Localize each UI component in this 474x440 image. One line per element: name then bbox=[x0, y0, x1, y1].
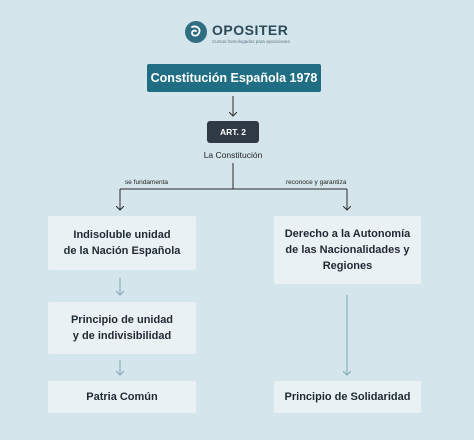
node-derecho-autonomia: Derecho a la Autonomía de las Nacionalid… bbox=[274, 216, 421, 284]
node-line: Principio de unidad bbox=[70, 314, 174, 326]
brand-logo-icon bbox=[185, 21, 207, 43]
right-edge-label: reconoce y garantiza bbox=[286, 179, 347, 186]
node-patria-comun: Patria Común bbox=[48, 381, 196, 413]
diagram-title: Constitución Española 1978 bbox=[147, 64, 321, 92]
node-line: Indisoluble unidad bbox=[73, 229, 171, 241]
article-badge: ART. 2 bbox=[207, 121, 259, 143]
node-line: Patria Común bbox=[86, 391, 158, 403]
subject-label: La Constitución bbox=[203, 150, 263, 160]
node-line: Regiones bbox=[322, 260, 373, 272]
node-line: y de indivisibilidad bbox=[72, 330, 172, 342]
node-principio-unidad: Principio de unidad y de indivisibilidad bbox=[48, 302, 196, 354]
brand-name: OPOSITER bbox=[212, 22, 289, 38]
node-indisoluble-unidad: Indisoluble unidad de la Nación Española bbox=[48, 216, 196, 270]
brand-logo: OPOSITER Cursos homologados para oposici… bbox=[184, 18, 294, 48]
node-principio-solidaridad: Principio de Solidaridad bbox=[274, 381, 421, 413]
brand-tagline: Cursos homologados para oposiciones bbox=[212, 39, 290, 44]
node-line: Principio de Solidaridad bbox=[284, 391, 411, 403]
left-edge-label: se fundamenta bbox=[125, 179, 169, 186]
node-line: Derecho a la Autonomía bbox=[284, 228, 411, 240]
node-line: de la Nación Española bbox=[63, 245, 181, 257]
node-line: de las Nacionalidades y bbox=[285, 244, 410, 256]
